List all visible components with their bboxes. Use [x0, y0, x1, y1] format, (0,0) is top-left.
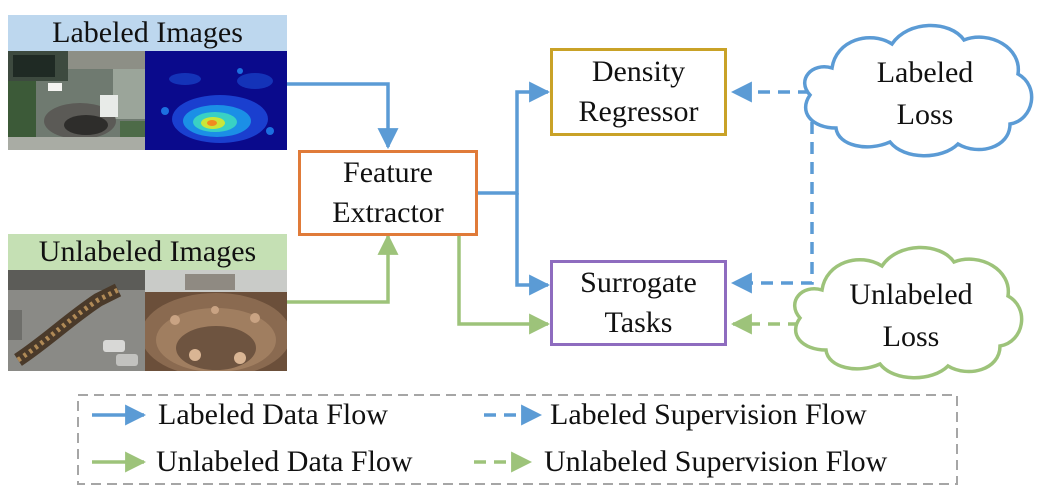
density-regressor-box: Density Regressor: [550, 48, 727, 136]
labeled-images-to-extractor-arrow: [287, 82, 399, 150]
unlabeled-images-header: Unlabeled Images: [8, 234, 287, 270]
surrogate-tasks-line2: Tasks: [604, 306, 673, 339]
density-heatmap-image: [145, 51, 287, 150]
extractor-to-surrogate-labeled-arrow: [515, 193, 551, 296]
feature-extractor-box: Feature Extractor: [298, 150, 478, 236]
unlabeled-loss-line1: Unlabeled: [849, 278, 973, 311]
legend-labeled-data-flow: Labeled Data Flow: [158, 398, 388, 431]
unlabeled-images-to-extractor-arrow: [287, 233, 399, 304]
labeled-loss-line2: Loss: [896, 98, 954, 131]
labeled-loss-line1: Labeled: [876, 56, 974, 89]
labeled-images-title: Labeled Images: [52, 16, 243, 49]
legend-frame: [77, 394, 958, 485]
density-regressor-line1: Density: [591, 55, 686, 88]
legend-unlabeled-data-flow: Unlabeled Data Flow: [156, 445, 413, 478]
density-regressor-line2: Regressor: [578, 95, 699, 128]
aerial-crowd-photo: [8, 51, 145, 150]
dense-crowd-photo: [145, 270, 287, 371]
legend-unlabeled-supervision-flow: Unlabeled Supervision Flow: [544, 445, 888, 478]
labeled-loss-to-surrogate-arrow: [730, 122, 814, 294]
unlabeled-images-title: Unlabeled Images: [38, 235, 257, 268]
unlabeled-loss-cloud: [793, 245, 1024, 380]
feature-extractor-line2: Extractor: [332, 196, 444, 229]
labeled-images-header: Labeled Images: [8, 15, 287, 51]
extractor-to-surrogate-unlabeled-arrow: [457, 236, 551, 335]
labeled-loss-label: Labeled Loss: [840, 52, 1010, 136]
legend-labeled-supervision-flow: Labeled Supervision Flow: [550, 398, 867, 431]
surrogate-tasks-line1: Surrogate: [580, 266, 697, 299]
surrogate-tasks-box: Surrogate Tasks: [550, 260, 727, 346]
street-crowd-photo: [8, 270, 145, 371]
unlabeled-loss-line2: Loss: [882, 320, 940, 353]
unlabeled-loss-label: Unlabeled Loss: [826, 274, 996, 358]
extractor-to-density-arrow: [478, 81, 551, 195]
feature-extractor-line1: Feature: [343, 156, 433, 189]
labeled-loss-cloud: [803, 23, 1034, 158]
